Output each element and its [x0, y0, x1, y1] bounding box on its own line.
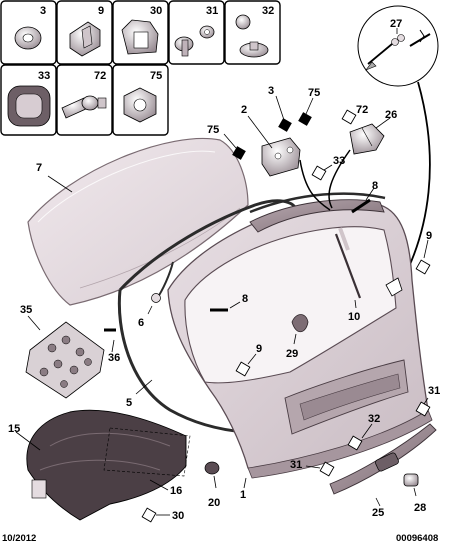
tailgate-door [167, 199, 433, 479]
tag-33 [311, 165, 327, 181]
clip-part-9-icon [69, 21, 101, 57]
gas-strut-rod [338, 227, 350, 251]
callout-8-middle: 8 [242, 293, 248, 305]
legend-label: 30 [150, 5, 162, 17]
callout-1: 1 [240, 489, 246, 501]
rear-glass [27, 137, 249, 306]
callout-9-lower: 9 [256, 343, 262, 355]
callout-10: 10 [348, 311, 360, 323]
legend-grid: 3 9 30 31 32 33 72 75 [0, 0, 281, 136]
nut-75-marker [298, 112, 312, 126]
latch-9-right [385, 277, 403, 297]
legend-label: 9 [98, 5, 104, 17]
callout-36: 36 [108, 352, 120, 364]
gas-strut [334, 233, 362, 299]
hinge-bracket [261, 137, 301, 177]
bumper-stop-6 [151, 293, 161, 303]
nut-75-icon [123, 87, 157, 123]
callout-29: 29 [286, 348, 298, 360]
hinge-arm [299, 159, 331, 211]
rubber-stop-20 [204, 461, 220, 475]
callout-31-lower: 31 [290, 459, 302, 471]
callout-35: 35 [20, 304, 32, 316]
callout-20: 20 [208, 497, 220, 509]
legend-label: 75 [150, 70, 162, 82]
callout-7: 7 [36, 162, 42, 174]
seal-strip [118, 199, 299, 292]
detail-circle-27 [357, 5, 439, 87]
push-rivet-31-icon [174, 25, 215, 57]
tag-9-right [415, 259, 431, 275]
hinge-arm-right [328, 149, 351, 209]
callout-26: 26 [385, 109, 397, 121]
callout-72: 72 [356, 104, 368, 116]
grommet-33-icon [7, 85, 51, 127]
clip-part-30-icon [121, 19, 159, 55]
legend-label: 33 [38, 70, 50, 82]
callout-3: 3 [268, 85, 274, 97]
fastener-32-icon [235, 14, 269, 58]
clip-kit-bag [25, 321, 105, 399]
hinge-mount-26 [349, 123, 385, 155]
callout-27: 27 [390, 18, 402, 30]
tag-31-lower [319, 461, 335, 477]
lock-cylinder-28 [403, 473, 419, 487]
tag-31-right [415, 401, 431, 417]
callout-8-upper: 8 [372, 180, 378, 192]
legend-label: 72 [94, 70, 106, 82]
pin-72-icon [61, 95, 107, 119]
callout-28: 28 [414, 502, 426, 514]
upper-seal [249, 192, 386, 214]
tag-72 [341, 109, 357, 125]
tag-9-lower [235, 361, 251, 377]
callout-2: 2 [241, 104, 247, 116]
legend-label: 31 [206, 5, 218, 17]
tailgate-handle-strip [329, 423, 437, 495]
seal-piece-8 [351, 198, 371, 214]
legend-label: 3 [40, 5, 46, 17]
seal-strip-lower [117, 289, 246, 434]
callout-16: 16 [170, 485, 182, 497]
callout-15: 15 [8, 423, 20, 435]
callout-25: 25 [372, 507, 384, 519]
callout-31-right: 31 [428, 385, 440, 397]
interior-trim-panel [26, 409, 187, 521]
nut-3-marker [278, 118, 292, 132]
clip-part-3-icon [14, 26, 42, 50]
callout-30: 30 [172, 510, 184, 522]
callout-5: 5 [126, 397, 132, 409]
callout-9-right: 9 [426, 230, 432, 242]
callout-33: 33 [333, 155, 345, 167]
footer-reference-code: 00096408 [396, 533, 438, 544]
trim-outline [103, 427, 191, 477]
footer-date: 10/2012 [2, 533, 36, 544]
callout-75-left: 75 [207, 124, 219, 136]
callout-6: 6 [138, 317, 144, 329]
callout-32: 32 [368, 413, 380, 425]
tag-32 [347, 435, 363, 451]
callout-75-upper: 75 [308, 87, 320, 99]
legend-label: 32 [262, 5, 274, 17]
tag-30 [141, 507, 157, 523]
nut-75-marker-left [232, 146, 246, 160]
